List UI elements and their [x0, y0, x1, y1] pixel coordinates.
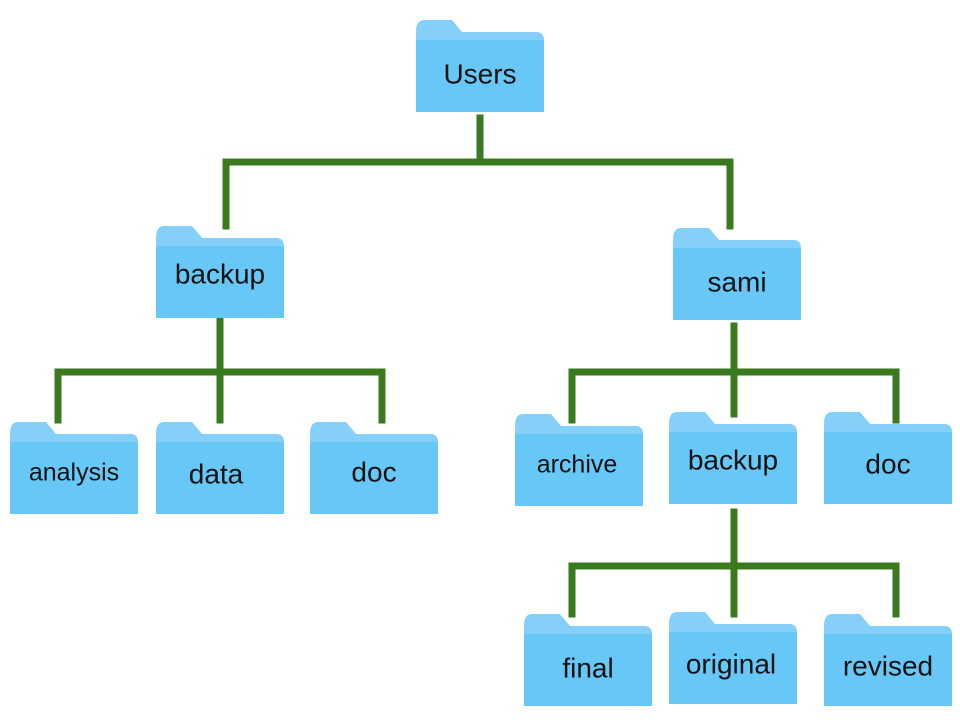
folder-archive[interactable]: archive — [515, 414, 643, 506]
folder-label: revised — [843, 650, 933, 681]
folder-label: backup — [175, 258, 265, 289]
folder-label: analysis — [29, 459, 119, 487]
folder-label: doc — [351, 456, 396, 487]
folder-sami[interactable]: sami — [673, 228, 801, 320]
folder-users[interactable]: Users — [416, 20, 544, 112]
folder-revised[interactable]: revised — [824, 614, 952, 706]
folder-label: backup — [688, 444, 778, 475]
folder-original[interactable]: original — [669, 612, 797, 704]
folder-backup[interactable]: backup — [669, 412, 797, 504]
folder-label: doc — [865, 448, 910, 479]
tree-connectors — [54, 114, 900, 618]
folder-final[interactable]: final — [524, 614, 652, 706]
folder-doc[interactable]: doc — [310, 422, 438, 514]
folder-data[interactable]: data — [156, 422, 284, 514]
folder-label: original — [686, 648, 776, 679]
folder-label: final — [562, 652, 613, 683]
folder-backup[interactable]: backup — [156, 226, 284, 318]
folder-label: Users — [443, 58, 516, 89]
folder-label: data — [189, 458, 244, 489]
folder-label: sami — [707, 266, 766, 297]
folder-doc[interactable]: doc — [824, 412, 952, 504]
folder-label: archive — [537, 451, 618, 479]
folder-analysis[interactable]: analysis — [10, 422, 138, 514]
